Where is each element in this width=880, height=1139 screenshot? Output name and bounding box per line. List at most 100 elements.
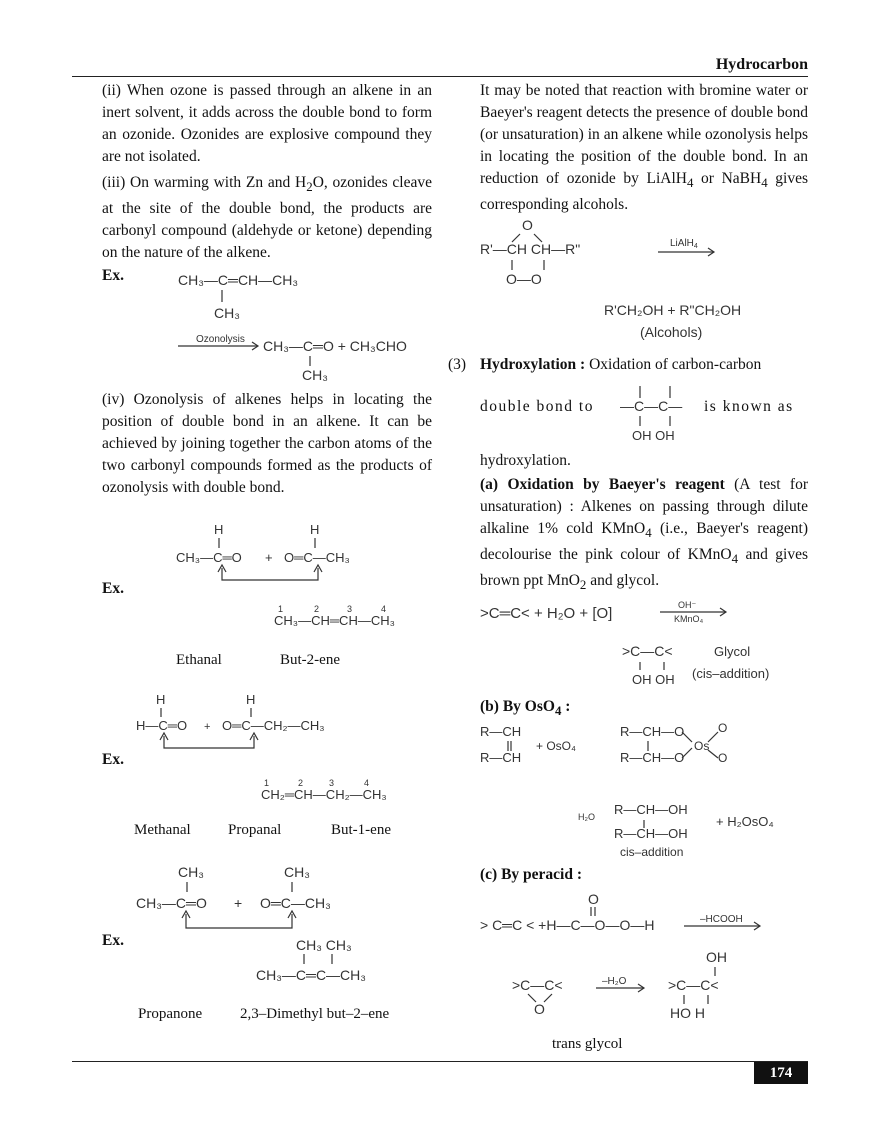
sec-a-para: (a) Oxidation by Baeyer's reagent (A tes… <box>480 474 808 596</box>
ex-label-4: Ex. <box>102 932 124 949</box>
svg-text:H: H <box>246 692 255 707</box>
svg-text:O: O <box>588 891 599 907</box>
diol-structure: —C—C— OH OH <box>620 386 682 443</box>
svg-text:CH₃ CH₃: CH₃ CH₃ <box>296 937 352 953</box>
sec-b-sub: 4 <box>554 703 562 719</box>
cis-addition-label: (cis–addition) <box>692 666 769 681</box>
sec3-text3: is known as <box>704 398 794 415</box>
note-b: or NaBH <box>693 170 762 187</box>
bottom-rule <box>72 1061 808 1062</box>
svg-text:CH₃: CH₃ <box>302 367 328 383</box>
svg-text:CH₃—C═O: CH₃—C═O <box>176 550 242 565</box>
svg-text:O—O: O—O <box>506 271 542 287</box>
svg-text:+ OsO₄: + OsO₄ <box>536 739 576 753</box>
svg-text:O═C—CH₃: O═C—CH₃ <box>260 895 331 911</box>
svg-text:O: O <box>718 751 727 765</box>
svg-text:+ H₂OsO₄: + H₂OsO₄ <box>716 814 774 829</box>
svg-text:1: 1 <box>278 604 283 614</box>
cis-addition-2: cis–addition <box>620 845 683 859</box>
left-column: (ii) When ozone is passed through an alk… <box>102 80 432 264</box>
peracid-scheme: O > C═C < +H—C—O—O—H –HCOOH >C—C< O –H₂O… <box>480 891 762 1021</box>
sec-b-colon: : <box>561 698 571 715</box>
svg-text:4: 4 <box>381 604 386 614</box>
para-ii: (ii) When ozone is passed through an alk… <box>102 82 432 165</box>
svg-text:+: + <box>234 895 242 911</box>
sec-a-sub-2: 4 <box>731 551 739 567</box>
svg-text:Os: Os <box>694 739 709 753</box>
svg-text:4: 4 <box>364 778 369 788</box>
svg-text:CH₃—C═O + CH₃CHO: CH₃—C═O + CH₃CHO <box>263 338 407 354</box>
para-iv: (iv) Ozonolysis of alkenes helps in loca… <box>102 391 432 496</box>
svg-text:H: H <box>214 522 223 537</box>
svg-text:R'CH₂OH + R"CH₂OH: R'CH₂OH + R"CH₂OH <box>604 302 741 318</box>
sec-a-text3: and gives brown ppt MnO <box>480 546 808 590</box>
ex3-scheme: CH₃ CH₃—C═O + CH₃ O═C—CH₃ CH₃ CH₃ CH₃—C═… <box>136 864 366 983</box>
svg-text:> C═C < +H—C—O—O—H: > C═C < +H—C—O—O—H <box>480 917 654 933</box>
chapter-title: Hydrocarbon <box>715 56 808 73</box>
glycol-label: Glycol <box>714 644 750 659</box>
lialh4-sub: 4 <box>694 243 698 250</box>
ex1-caption-a: Ethanal <box>176 652 222 668</box>
sec-a-title: (a) Oxidation by Baeyer's reagent <box>480 476 725 493</box>
svg-text:CH₃: CH₃ <box>214 305 240 321</box>
note-sub-2: 4 <box>761 175 768 191</box>
sec-b-title-text: (b) By OsO <box>480 698 555 715</box>
svg-text:R—CH—O: R—CH—O <box>620 724 684 739</box>
sec-a-sub-1: 4 <box>645 525 652 541</box>
svg-text:HO H: HO H <box>670 1005 705 1021</box>
sec3-number: (3) <box>448 356 467 373</box>
trans-glycol-caption: trans glycol <box>552 1036 623 1052</box>
minus-hcooh: –HCOOH <box>700 914 743 925</box>
ozonolysis-scheme: CH₃—C═CH—CH₃ CH₃ Ozonolysis CH₃—C═O + CH… <box>178 272 407 383</box>
svg-text:CH₃—C═O: CH₃—C═O <box>136 895 207 911</box>
svg-text:O═C—CH₂—CH₃: O═C—CH₂—CH₃ <box>222 718 325 733</box>
sec-b-title: (b) By OsO4 : <box>480 696 570 722</box>
sec-a-text: (A test for unsaturation) : Alkenes on p… <box>480 476 808 537</box>
lialh4-text: LiAlH <box>670 238 694 249</box>
svg-text:R—CH: R—CH <box>480 724 521 739</box>
ozonolysis-label: Ozonolysis <box>196 334 245 345</box>
svg-text:O: O <box>522 217 533 233</box>
svg-text:CH₃: CH₃ <box>178 864 204 880</box>
para-note: It may be noted that reaction with bromi… <box>480 80 808 216</box>
ex2-caption-b: Propanal <box>228 822 282 838</box>
svg-text:1: 1 <box>264 778 269 788</box>
sec-a-block: (a) Oxidation by Baeyer's reagent (A tes… <box>480 474 808 596</box>
ex1-scheme: H CH₃—C═O + H O═C—CH₃ 1 2 3 4 CH₃—CH═CH—… <box>176 522 395 628</box>
ex-label-3: Ex. <box>102 751 124 768</box>
svg-text:+: + <box>204 721 210 733</box>
svg-text:H: H <box>156 692 165 707</box>
svg-text:3: 3 <box>329 778 334 788</box>
svg-text:CH₃—C═C—CH₃: CH₃—C═C—CH₃ <box>256 967 366 983</box>
baeyer-scheme: >C═C< + H₂O + [O] OH⁻ KMnO₄ >C—C< OH OH … <box>480 600 769 687</box>
ex2-scheme: H H—C═O + H O═C—CH₂—CH₃ 1 2 3 4 CH₂═CH—C… <box>136 692 387 802</box>
para-iii-sub: 2 <box>306 179 313 195</box>
svg-text:O: O <box>534 1001 545 1017</box>
svg-text:OH: OH <box>706 949 727 965</box>
svg-text:OH OH: OH OH <box>632 672 675 687</box>
svg-text:CH₂═CH—CH₂—CH₃: CH₂═CH—CH₂—CH₃ <box>261 787 387 802</box>
sec3-title: Hydroxylation : <box>480 356 586 373</box>
svg-text:R—CH—O: R—CH—O <box>620 750 684 765</box>
svg-text:O═C—CH₃: O═C—CH₃ <box>284 550 350 565</box>
para-iii-b: O, ozonides cleave at the site of the do… <box>102 174 432 262</box>
page-number: 174 <box>754 1062 808 1084</box>
top-rule <box>72 76 808 77</box>
svg-text:2: 2 <box>314 604 319 614</box>
svg-text:CH₃—CH═CH—CH₃: CH₃—CH═CH—CH₃ <box>274 613 395 628</box>
svg-text:+: + <box>265 550 273 565</box>
svg-text:–H₂O: –H₂O <box>602 976 627 987</box>
svg-text:CH₃—C═CH—CH₃: CH₃—C═CH—CH₃ <box>178 272 298 288</box>
svg-text:2: 2 <box>298 778 303 788</box>
lialh4-label: LiAlH4 <box>670 238 698 250</box>
right-column: It may be noted that reaction with bromi… <box>480 80 808 216</box>
ex1-caption-b: But-2-ene <box>280 652 340 668</box>
svg-text:R—CH—OH: R—CH—OH <box>614 802 688 817</box>
svg-text:>C—C<: >C—C< <box>512 977 563 993</box>
svg-text:R—CH: R—CH <box>480 750 521 765</box>
svg-text:>C═C< + H₂O + [O]: >C═C< + H₂O + [O] <box>480 605 612 622</box>
note-a: It may be noted that reaction with bromi… <box>480 82 808 187</box>
alcohols-caption: (Alcohols) <box>640 324 702 340</box>
sec-a-sub-3: 2 <box>579 577 587 593</box>
svg-text:R'—CH CH—R": R'—CH CH—R" <box>480 241 580 257</box>
